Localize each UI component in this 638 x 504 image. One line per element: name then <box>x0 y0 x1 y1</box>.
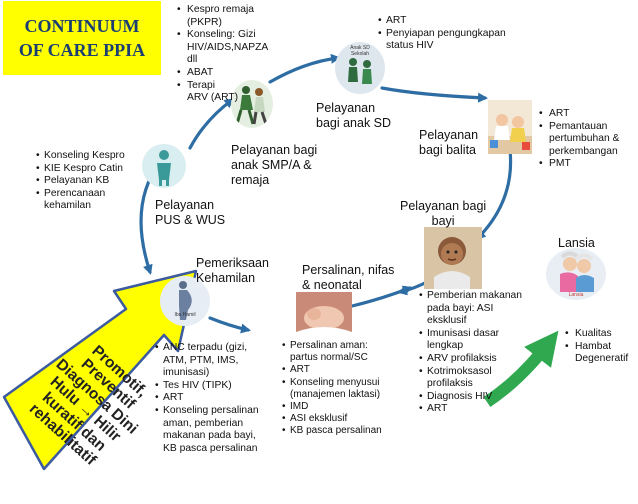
pus-wus-image <box>142 144 186 188</box>
balita-image <box>488 100 532 154</box>
stage-label-persalinan: Persalinan, nifas& neonatal <box>302 263 395 292</box>
list-item: Konseling menyusui(manajemen laktasi) <box>282 377 382 401</box>
list-item: ANC terpadu (gizi,ATM, PTM, IMS,imunisas… <box>155 342 259 380</box>
list-item: PMT <box>538 158 619 171</box>
list-persalinan: Persalinan aman:partus normal/SC ART Kon… <box>282 340 382 438</box>
anak-sd-image: Anak SD Sekolah <box>335 42 385 94</box>
list-item: KB pasca persalinan <box>282 425 382 437</box>
persalinan-image <box>296 292 352 338</box>
list-item: Konseling Kespro <box>36 150 125 163</box>
list-item: ASI eksklusif <box>282 413 382 425</box>
list-item: ART <box>155 392 259 405</box>
list-item: Persalinan aman:partus normal/SC <box>282 340 382 364</box>
page-title: CONTINUUM OF CARE PPIA <box>3 1 161 75</box>
list-item: KIE Kespro Catin <box>36 163 125 176</box>
list-item: ABAT <box>176 67 268 80</box>
list-item: Kualitas <box>564 328 628 341</box>
list-kehamilan: ANC terpadu (gizi,ATM, PTM, IMS,imunisas… <box>155 342 259 455</box>
list-item: ARV profilaksis <box>419 353 522 366</box>
list-pus-wus: Konseling Kespro KIE Kespro Catin Pelaya… <box>36 150 125 213</box>
stage-label-lansia: Lansia <box>558 236 595 250</box>
list-item: Kespro remaja(PKPR) <box>176 4 268 29</box>
list-item: IMD <box>282 401 382 413</box>
kehamilan-image: Ibu Hamil <box>160 276 210 326</box>
arrow-sd-to-balita <box>380 86 488 103</box>
arrow-remaja-to-sd <box>268 53 341 84</box>
list-item: ART <box>538 108 619 121</box>
list-item: ART <box>282 364 382 376</box>
bayi-image <box>424 227 482 289</box>
list-item: Pelayanan KB <box>36 175 125 188</box>
arrow-balita-to-bayi <box>475 148 513 241</box>
arrow-persalinan-to-bayi <box>350 285 413 308</box>
arrow-kehamilan-to-persalinan <box>208 316 251 334</box>
list-item: ART <box>419 403 522 416</box>
list-remaja: Kespro remaja(PKPR) Konseling: GiziHIV/A… <box>176 4 268 105</box>
list-item: ART <box>378 15 506 28</box>
list-item: Tes HIV (TIPK) <box>155 380 259 393</box>
list-item: Diagnosis HIV <box>419 391 522 404</box>
arrow-pus-to-remaja <box>188 98 235 150</box>
lansia-image: Lansia <box>546 248 606 300</box>
